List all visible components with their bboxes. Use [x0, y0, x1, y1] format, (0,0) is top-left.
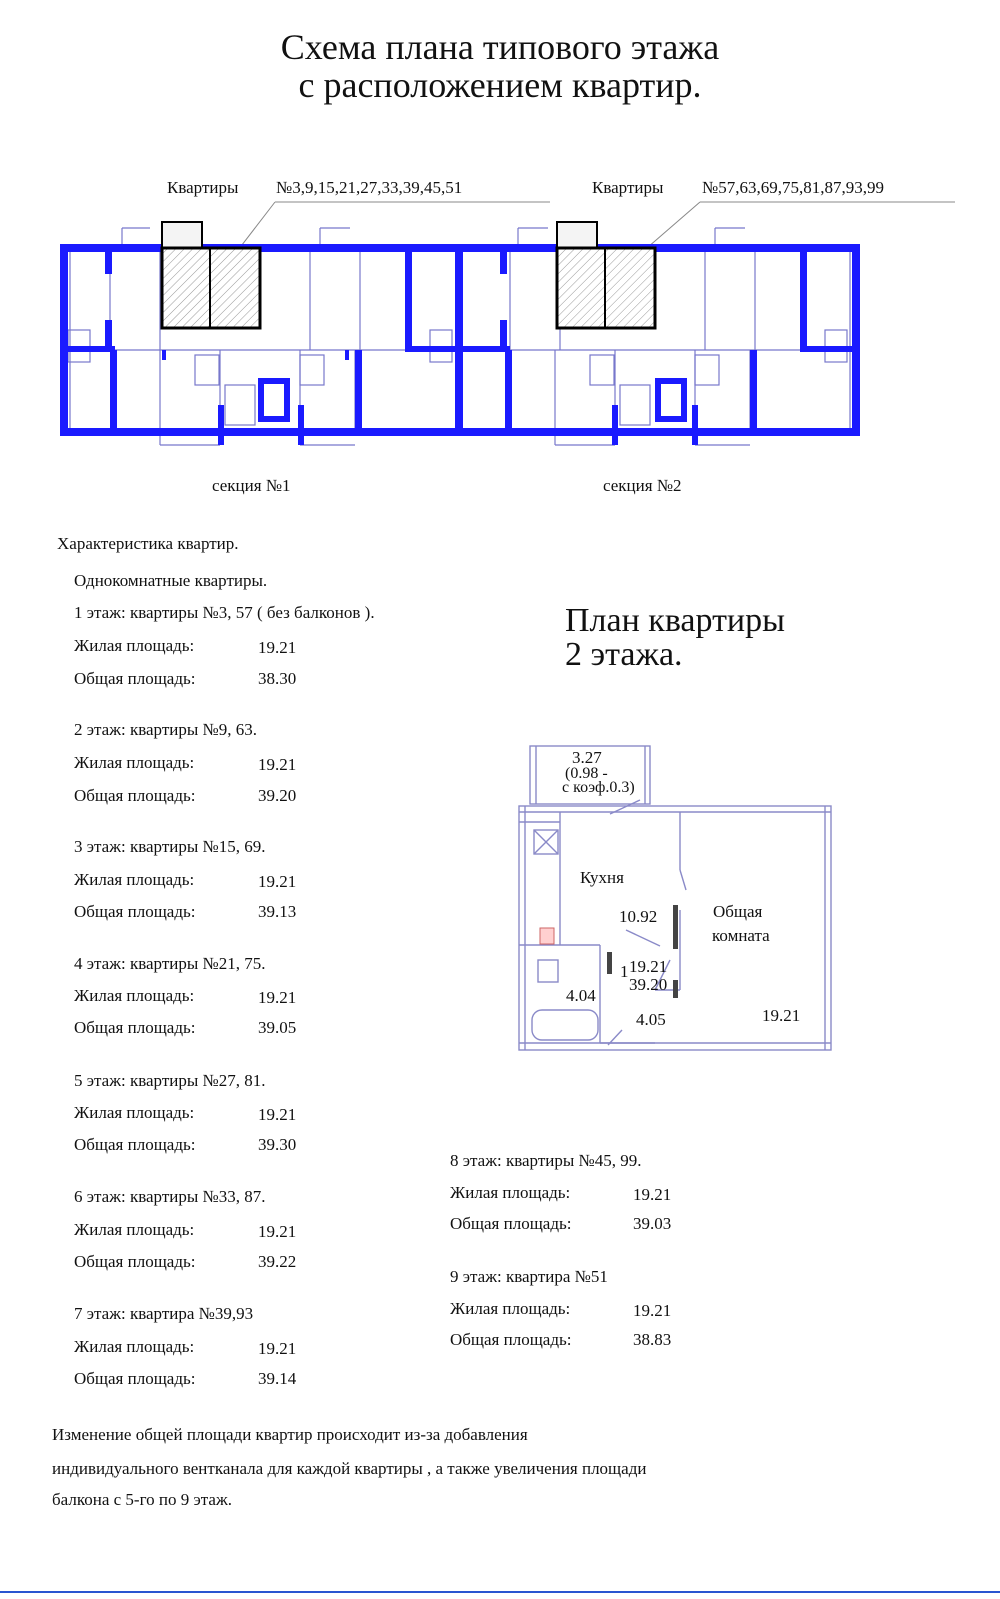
living-area-value: 19.21: [258, 872, 297, 891]
floor-title: 1 этаж: квартиры №3, 57 ( без балконов )…: [74, 603, 375, 622]
left-apartments-numbers: №3,9,15,21,27,33,39,45,51: [276, 178, 463, 197]
footnote-line1: Изменение общей площади квартир происход…: [52, 1425, 528, 1444]
typical-floor-plan: [60, 201, 955, 446]
total-area-value: 39.13: [258, 902, 297, 921]
total-area-label: Общая площадь:: [450, 1214, 572, 1233]
footnote-line2: индивидуального вентканала для каждой кв…: [52, 1459, 647, 1478]
living-area-label: Жилая площадь:: [74, 753, 195, 772]
apartment-plan-title: План квартиры 2 этажа.: [565, 604, 785, 672]
total-area-label: Общая площадь:: [74, 1369, 196, 1388]
living-area-value: 19.21: [633, 1185, 672, 1204]
kitchen-label: Кухня: [580, 868, 624, 887]
floor-title: 8 этаж: квартиры №45, 99.: [450, 1151, 642, 1170]
characteristics-heading: Характеристика квартир.: [57, 534, 239, 553]
total-area-value: 39.20: [258, 786, 297, 805]
living-area-label: Жилая площадь:: [74, 636, 195, 655]
floor-title: 2 этаж: квартиры №9, 63.: [74, 720, 257, 739]
living-area-value: 19.21: [258, 755, 297, 774]
total-area-value: 38.30: [258, 669, 297, 688]
living-area-value: 19.21: [633, 1301, 672, 1320]
living-area-value: 19.21: [258, 1222, 297, 1241]
footnote-line3: балкона с 5-го по 9 этаж.: [52, 1490, 232, 1509]
right-apartments-label: Квартиры: [592, 178, 664, 197]
living-area-label: Жилая площадь:: [450, 1299, 571, 1318]
total-area-label: Общая площадь:: [450, 1330, 572, 1349]
living-area-value: 19.21: [258, 638, 297, 657]
balcony-note-line1: (0.98 -: [565, 765, 608, 782]
living-area-label: Жилая площадь:: [74, 1103, 195, 1122]
balcony-area: 3.27: [572, 748, 602, 767]
summary-living-area: 19.21: [629, 957, 668, 976]
total-area-label: Общая площадь:: [74, 1018, 196, 1037]
living-area-label: Жилая площадь:: [450, 1183, 571, 1202]
floor-title: 7 этаж: квартира №39,93: [74, 1304, 254, 1323]
apartment-plan-title-line1: План квартиры: [565, 602, 785, 639]
living-area-label: Жилая площадь:: [74, 986, 195, 1005]
living-area-value: 19.21: [258, 1339, 297, 1358]
total-area-value: 38.83: [633, 1330, 672, 1349]
living-area-value: 19.21: [258, 988, 297, 1007]
total-area-label: Общая площадь:: [74, 1252, 196, 1271]
living-area-label: Жилая площадь:: [74, 1337, 195, 1356]
total-area-value: 39.05: [258, 1018, 297, 1037]
room-area: 19.21: [762, 1006, 801, 1025]
left-apartments-label: Квартиры: [167, 178, 239, 197]
balcony-note-line2: с коэф.0.3): [562, 779, 635, 796]
floor-title: 4 этаж: квартиры №21, 75.: [74, 954, 266, 973]
bathroom-area: 4.04: [566, 986, 596, 1005]
section-2-label: секция №2: [603, 476, 682, 495]
apartment-plan-drawing: [518, 745, 832, 1051]
characteristics-subheading: Однокомнатные квартиры.: [74, 571, 268, 590]
floor-title: 5 этаж: квартиры №27, 81.: [74, 1071, 266, 1090]
total-area-value: 39.14: [258, 1369, 297, 1388]
rooms-count: 1: [620, 962, 629, 981]
total-area-label: Общая площадь:: [74, 1135, 196, 1154]
floor-title: 3 этаж: квартиры №15, 69.: [74, 837, 266, 856]
floor-title: 6 этаж: квартиры №33, 87.: [74, 1187, 266, 1206]
room-label-line1: Общая: [713, 902, 763, 921]
page-title: Схема плана типового этажа с расположени…: [0, 28, 1000, 104]
right-apartments-numbers: №57,63,69,75,81,87,93,99: [702, 178, 884, 197]
total-area-value: 39.03: [633, 1214, 672, 1233]
total-area-label: Общая площадь:: [74, 669, 196, 688]
total-area-value: 39.22: [258, 1252, 297, 1271]
kitchen-area: 10.92: [619, 907, 658, 926]
apartment-plan-title-line2: 2 этажа.: [565, 636, 683, 673]
section-1-label: секция №1: [212, 476, 291, 495]
living-area-label: Жилая площадь:: [74, 870, 195, 889]
summary-total-area: 39.20: [629, 975, 668, 994]
total-area-value: 39.30: [258, 1135, 297, 1154]
bottom-border: [0, 1591, 1000, 1593]
total-area-label: Общая площадь:: [74, 786, 196, 805]
total-area-label: Общая площадь:: [74, 902, 196, 921]
floor-title: 9 этаж: квартира №51: [450, 1267, 608, 1286]
page-title-line2: с расположением квартир.: [298, 65, 702, 105]
room-label-line2: комната: [712, 926, 770, 945]
living-area-value: 19.21: [258, 1105, 297, 1124]
living-area-label: Жилая площадь:: [74, 1220, 195, 1239]
page-title-line1: Схема плана типового этажа: [280, 27, 720, 67]
hallway-area: 4.05: [636, 1010, 666, 1029]
